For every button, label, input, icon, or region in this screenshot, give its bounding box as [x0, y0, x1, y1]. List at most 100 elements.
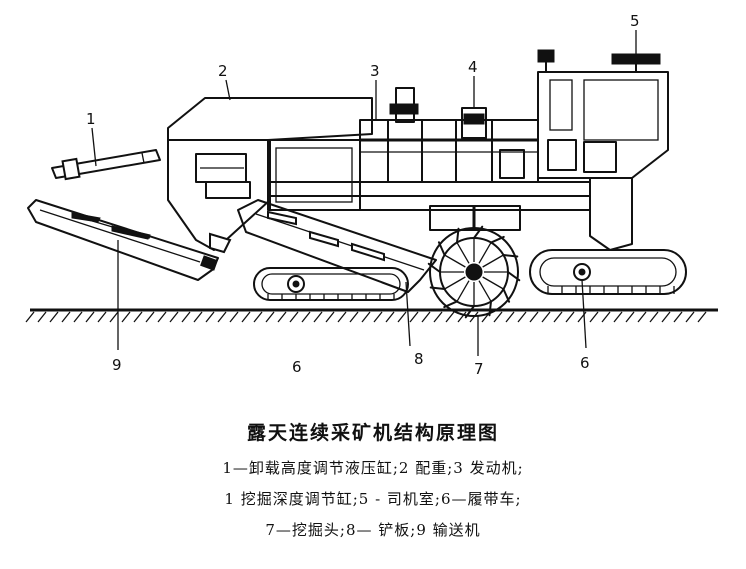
ground-hatch-stroke	[85, 311, 95, 323]
ground-hatch-stroke	[553, 311, 563, 323]
crawler-rear	[529, 177, 687, 295]
label-4: 4	[468, 58, 478, 76]
ground-hatch-stroke	[169, 311, 179, 323]
ground-hatch-stroke	[433, 311, 443, 323]
ground-hatch-stroke	[193, 311, 203, 323]
ground-hatch-stroke	[181, 311, 191, 323]
cutter-spoke	[478, 242, 492, 264]
ground-hatch-stroke	[517, 311, 527, 323]
label-7: 7	[474, 360, 484, 378]
ground-hatch-stroke	[697, 311, 707, 323]
ground-hatch-stroke	[601, 311, 611, 323]
cutter-tooth	[443, 300, 458, 309]
ground-hatch-stroke	[361, 311, 371, 323]
cutter-tooth	[473, 225, 484, 239]
cutter-spoke	[456, 280, 470, 302]
label-6-front: 6	[292, 358, 302, 376]
cutter-spoke	[444, 254, 466, 268]
ground-hatch-stroke	[373, 311, 383, 323]
cutter-tooth	[507, 271, 521, 282]
ground-hatch-stroke	[37, 311, 47, 323]
label-3: 3	[370, 62, 380, 80]
label-5: 5	[630, 12, 640, 30]
crawler-front	[253, 267, 409, 301]
ground-hatch-stroke	[133, 311, 143, 323]
label-6-rear: 6	[580, 354, 590, 372]
cutter-spoke	[456, 242, 470, 264]
cutter-tooth	[502, 254, 519, 258]
engine-compartment	[267, 87, 591, 211]
cutter-spoke	[482, 276, 504, 290]
ground-hatch-stroke	[253, 311, 263, 323]
ground-hatch-stroke	[337, 311, 347, 323]
ground-hatch-stroke	[229, 311, 239, 323]
ground-hatch-stroke	[661, 311, 671, 323]
ground-hatch-stroke	[421, 311, 431, 323]
ground-hatch-stroke	[397, 311, 407, 323]
cutter-tooth	[502, 288, 511, 303]
ground-hatch-stroke	[61, 311, 71, 323]
caption-line-2: 1 挖掘深度调节缸;5 - 司机室;6—履带车;	[224, 490, 522, 508]
ground-hatch-stroke	[217, 311, 227, 323]
operator-cab	[537, 49, 669, 179]
cutter-spoke	[444, 276, 466, 290]
ground-hatch-stroke	[505, 311, 515, 323]
ground-hatch-stroke	[625, 311, 635, 323]
ground-hatch-stroke	[565, 311, 575, 323]
ground-hatch-stroke	[541, 311, 551, 323]
ground-hatch-stroke	[241, 311, 251, 323]
ground-hatch-stroke	[109, 311, 119, 323]
ground-hatch-stroke	[73, 311, 83, 323]
ground-hatch-stroke	[613, 311, 623, 323]
caption-line-1: 1—卸载高度调节液压缸;2 配重;3 发动机;	[222, 459, 524, 477]
figure-caption: 露天连续采矿机结构原理图 1—卸载高度调节液压缸;2 配重;3 发动机; 1 挖…	[0, 418, 746, 550]
ground-hatch-stroke	[301, 311, 311, 323]
ground-hatch-stroke	[385, 311, 395, 323]
ground-hatch-stroke	[265, 311, 275, 323]
cutter-tooth	[488, 300, 492, 317]
ground-hatch-stroke	[277, 311, 287, 323]
machine-diagram: 1 2 3 4 5 9 6 8 7 6	[25, 12, 718, 378]
caption-title: 露天连续采矿机结构原理图	[246, 422, 499, 444]
ground-hatch-stroke	[97, 311, 107, 323]
ground-hatch-stroke	[637, 311, 647, 323]
discharge-height-cylinder	[51, 149, 161, 181]
ground-hatch-stroke	[577, 311, 587, 323]
ground-hatch-stroke	[457, 311, 467, 323]
ground-hatch-stroke	[589, 311, 599, 323]
ground-hatch-stroke	[649, 311, 659, 323]
ground-hatch-stroke	[445, 311, 455, 323]
ground-hatch-stroke	[313, 311, 323, 323]
ground-hatch-stroke	[685, 311, 695, 323]
cutter-tooth	[427, 262, 441, 273]
ground-hatch-stroke	[289, 311, 299, 323]
scraper-conveyor	[209, 199, 437, 293]
ground-hatch-stroke	[205, 311, 215, 323]
ground-hatch-stroke	[325, 311, 335, 323]
ground-hatch-stroke	[529, 311, 539, 323]
caption-line-3: 7—挖掘头;8— 铲板;9 输送机	[265, 521, 481, 539]
ground-hatch-stroke	[145, 311, 155, 323]
ground-hatch-stroke	[49, 311, 59, 323]
cutter-spoke	[482, 254, 504, 268]
label-1: 1	[86, 110, 96, 128]
ground-hatch-stroke	[25, 311, 35, 323]
discharge-conveyor	[27, 199, 219, 281]
label-2: 2	[218, 62, 228, 80]
cutter-tooth	[464, 305, 475, 319]
ground-hatch-stroke	[121, 311, 131, 323]
ground-hatch-stroke	[157, 311, 167, 323]
label-8: 8	[414, 350, 424, 368]
leader-lines	[91, 30, 637, 356]
cutter-tooth	[429, 286, 446, 290]
counterweight	[167, 97, 373, 251]
cutter-tooth	[437, 241, 446, 256]
ground-hatch-stroke	[673, 311, 683, 323]
digging-head	[427, 205, 521, 319]
cutter-spoke	[478, 280, 492, 302]
cutter-tooth	[490, 235, 505, 244]
ground-hatch-stroke	[409, 311, 419, 323]
ground	[25, 308, 718, 323]
ground-hatch-stroke	[349, 311, 359, 323]
label-9: 9	[112, 356, 122, 374]
